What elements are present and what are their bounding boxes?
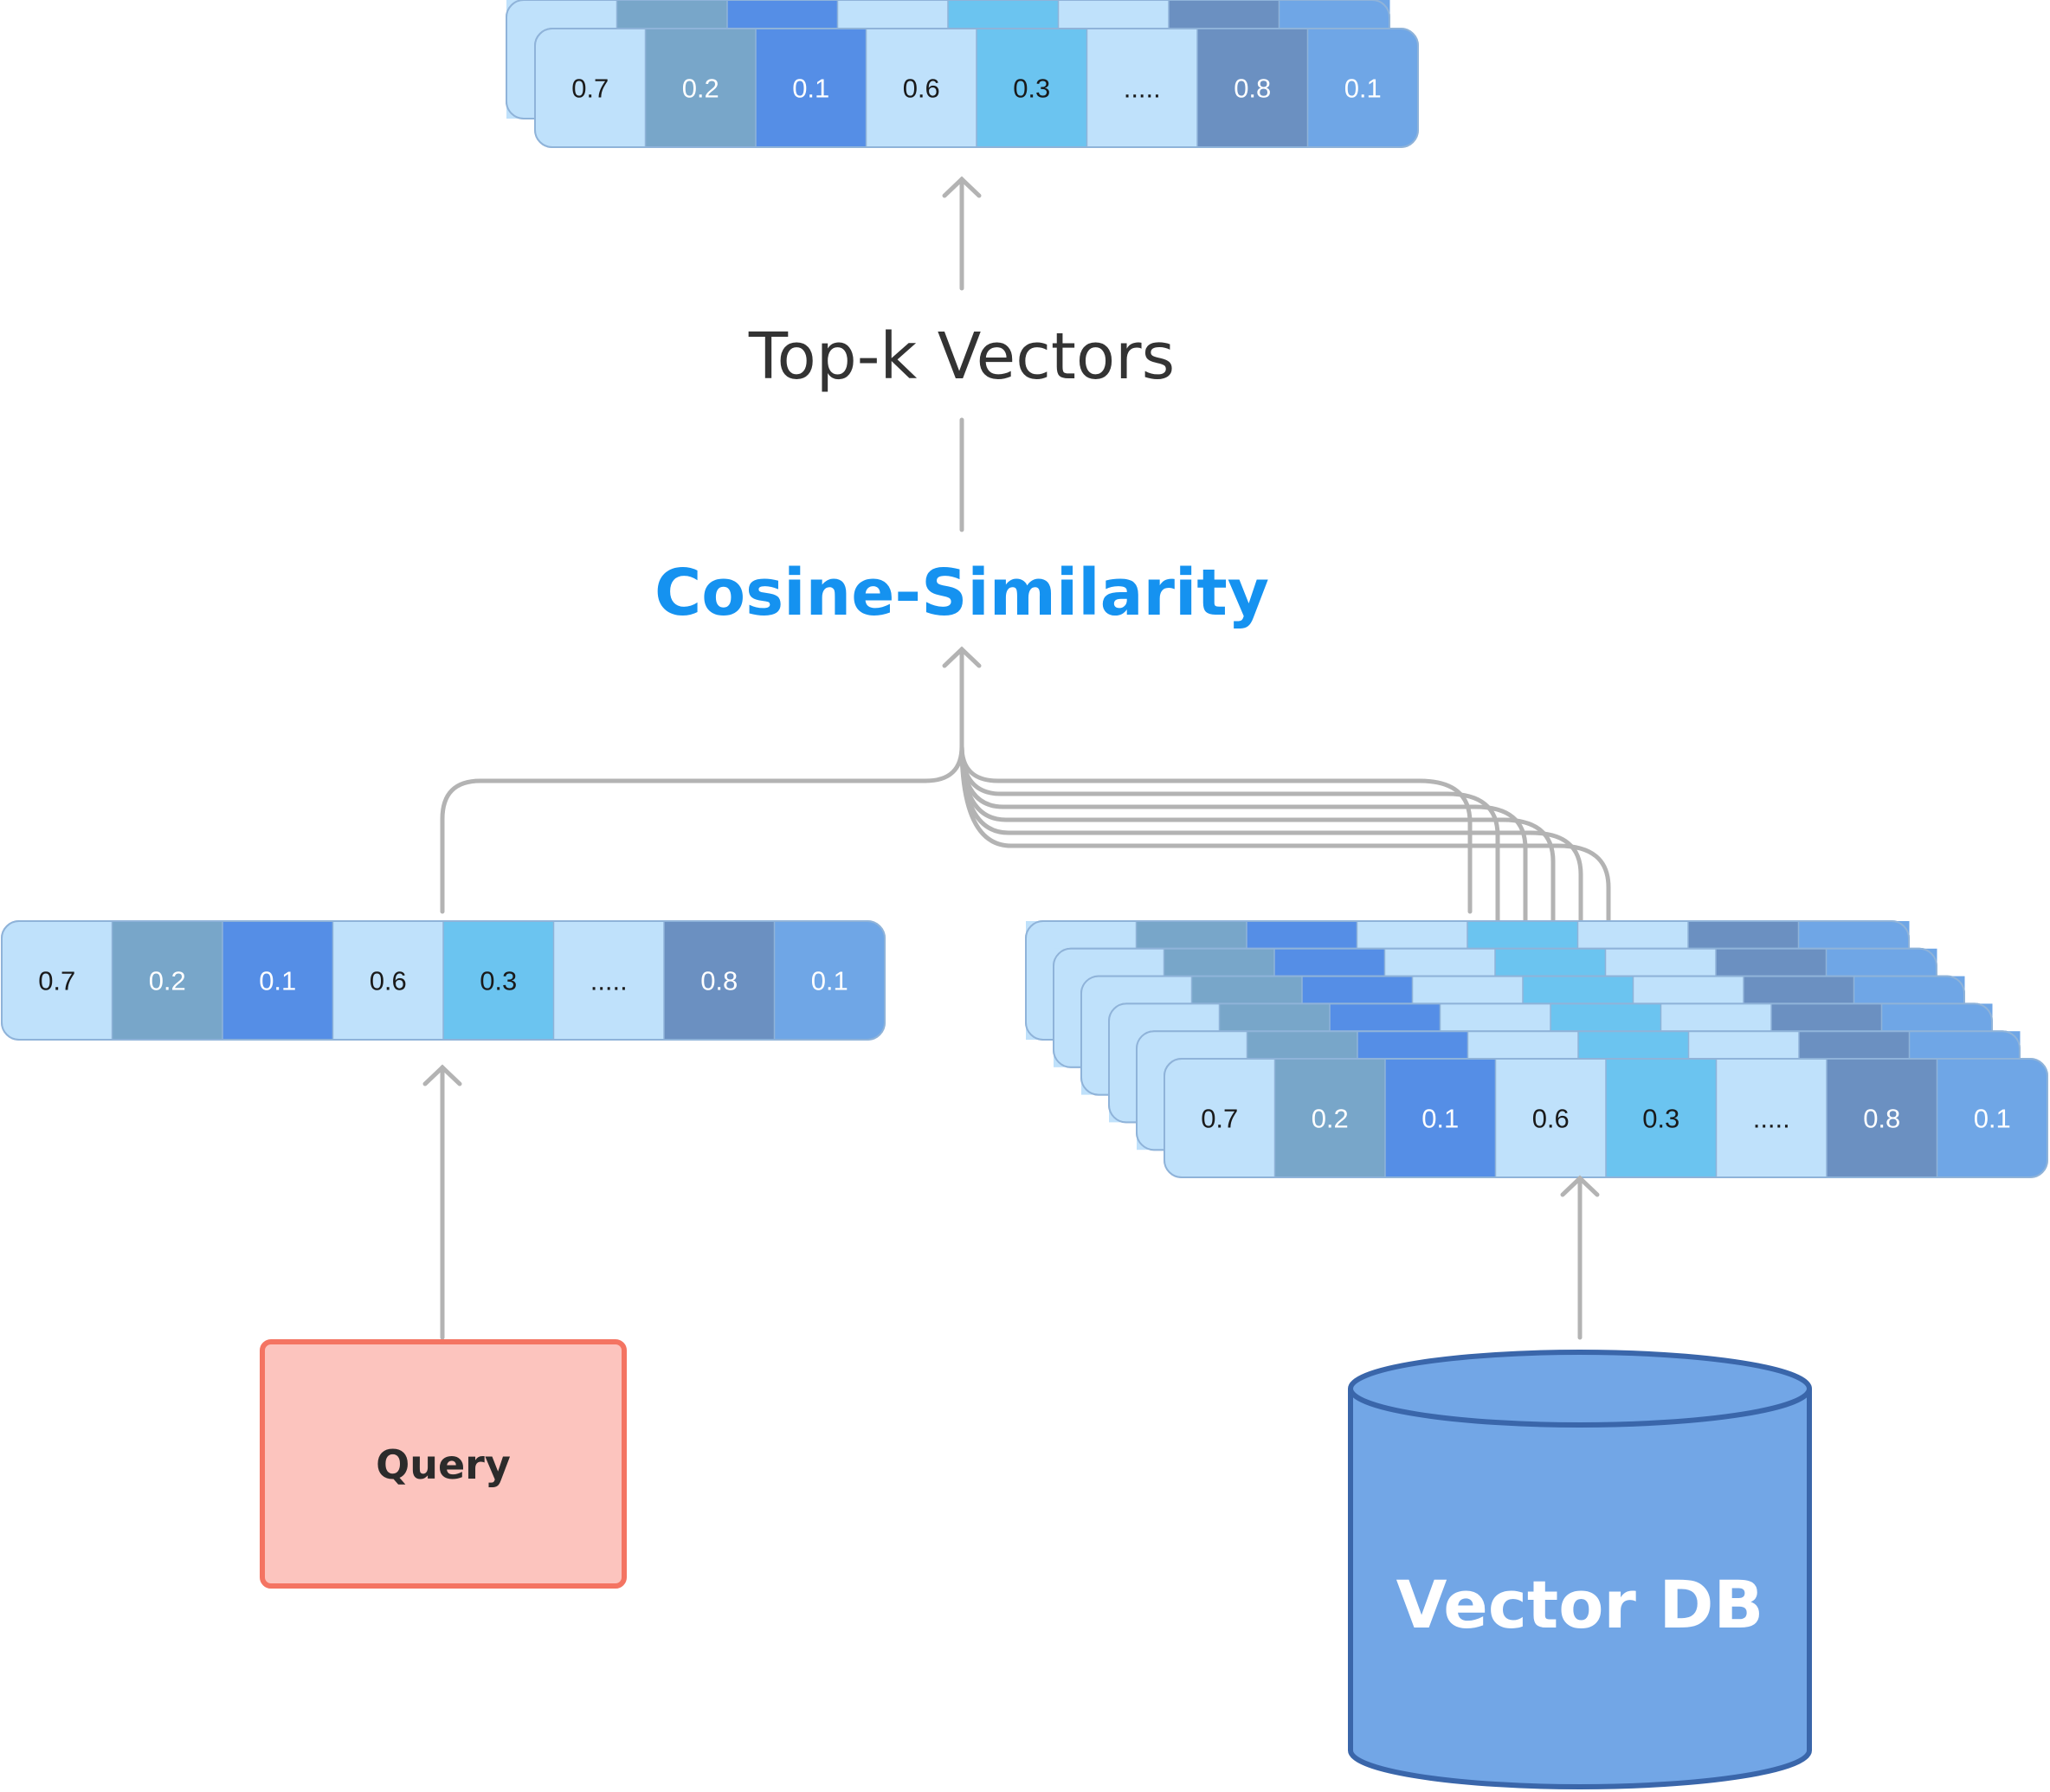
vector-cell-value: 0.2 (1312, 1104, 1349, 1134)
cosine-similarity-label: Cosine-Similarity (654, 556, 1269, 630)
vector-cell-value: 0.1 (259, 966, 296, 996)
arrow-db-to-vectors (1560, 1175, 1600, 1340)
vector-cell (1197, 29, 1308, 147)
arrow-head-cosine (942, 646, 982, 668)
vector-cell-value: 0.7 (571, 74, 609, 104)
vector-cell-value: 0.3 (480, 966, 517, 996)
merge-connectors (440, 646, 1611, 1052)
vector-cell-value: 0.6 (1532, 1104, 1570, 1134)
vector-border (534, 28, 1419, 148)
vector-cell-value: ..... (590, 966, 628, 996)
vector-cell (1495, 1059, 1607, 1177)
vector-cell (756, 29, 867, 147)
vector-cell (866, 29, 977, 147)
topk-vector-front: 0.7 0.2 0.1 0.6 0.3..... 0.8 0.1 (534, 28, 1419, 148)
vector-cell (1606, 1059, 1717, 1177)
vector-cell (553, 921, 665, 1040)
vector-cell (1827, 1059, 1937, 1177)
vector-cell (535, 29, 646, 147)
vector-cell (222, 921, 333, 1040)
connector-db-6 (959, 744, 1611, 1052)
vector-cell (1164, 1059, 1275, 1177)
vector-cell (774, 921, 885, 1040)
db-vector-stack: 0.7 0.2 0.1 0.6 0.3..... 0.8 0.1 (1025, 920, 2048, 1178)
vector-cell-value: 0.2 (682, 74, 719, 104)
vector-cell (664, 921, 775, 1040)
vector-cell-value: 0.1 (811, 966, 848, 996)
vector-cell-value: 0.7 (1201, 1104, 1238, 1134)
vector-cell-value: 0.3 (1013, 74, 1050, 104)
vector-cell-value: 0.2 (149, 966, 186, 996)
vector-cell (112, 921, 223, 1040)
vector-cell (977, 29, 1087, 147)
connector-db-1 (959, 744, 1473, 914)
vector-cell-value: 0.3 (1642, 1104, 1679, 1134)
vector-cell-value: 0.6 (903, 74, 940, 104)
vector-db-cylinder: Vector DB (1348, 1350, 1812, 1789)
vector-cell-value: 0.1 (792, 74, 829, 104)
arrow-query-to-vector (422, 1064, 462, 1340)
vector-cell (2, 921, 113, 1040)
vector-border (1, 920, 886, 1041)
topk-vector-stack: 0.7 0.2 0.1 0.6 0.3..... 0.8 0.1 (506, 0, 1419, 148)
query-vector: 0.7 0.2 0.1 0.6 0.3..... 0.8 0.1 (1, 920, 886, 1041)
vector-cell-value: 0.1 (1974, 1104, 2011, 1134)
vector-cell-value: 0.8 (700, 966, 738, 996)
vector-cell (1086, 29, 1198, 147)
vector-cell-value: ..... (1753, 1104, 1790, 1134)
vector-cell (645, 29, 757, 147)
vector-cell (1385, 1059, 1496, 1177)
vector-cell-value: ..... (1124, 74, 1161, 104)
vector-cell (1716, 1059, 1828, 1177)
arrow-to-topk (942, 176, 982, 291)
connector-query-to-cosine (440, 744, 964, 914)
vector-cell (1307, 29, 1418, 147)
vector-cell-value: 0.6 (370, 966, 407, 996)
vector-border (1164, 1058, 2048, 1178)
vector-cell (443, 921, 554, 1040)
topk-label: Top-k Vectors (748, 319, 1175, 394)
vector-cell (1274, 1059, 1386, 1177)
vector-cell-value: 0.8 (1234, 74, 1271, 104)
vector-cell (1937, 1059, 2047, 1177)
vector-cell-value: 0.7 (38, 966, 75, 996)
vector-cell-value: 0.1 (1421, 1104, 1459, 1134)
vector-cell-value: 0.1 (1344, 74, 1382, 104)
connector-db-2 (959, 744, 1500, 941)
db-vector-layer: 0.7 0.2 0.1 0.6 0.3..... 0.8 0.1 (1164, 1058, 2048, 1178)
query-label: Query (376, 1441, 511, 1488)
query-box: Query (260, 1339, 627, 1589)
vector-cell-value: 0.8 (1863, 1104, 1900, 1134)
vector-cell (332, 921, 444, 1040)
vector-db-label: Vector DB (1396, 1566, 1764, 1643)
